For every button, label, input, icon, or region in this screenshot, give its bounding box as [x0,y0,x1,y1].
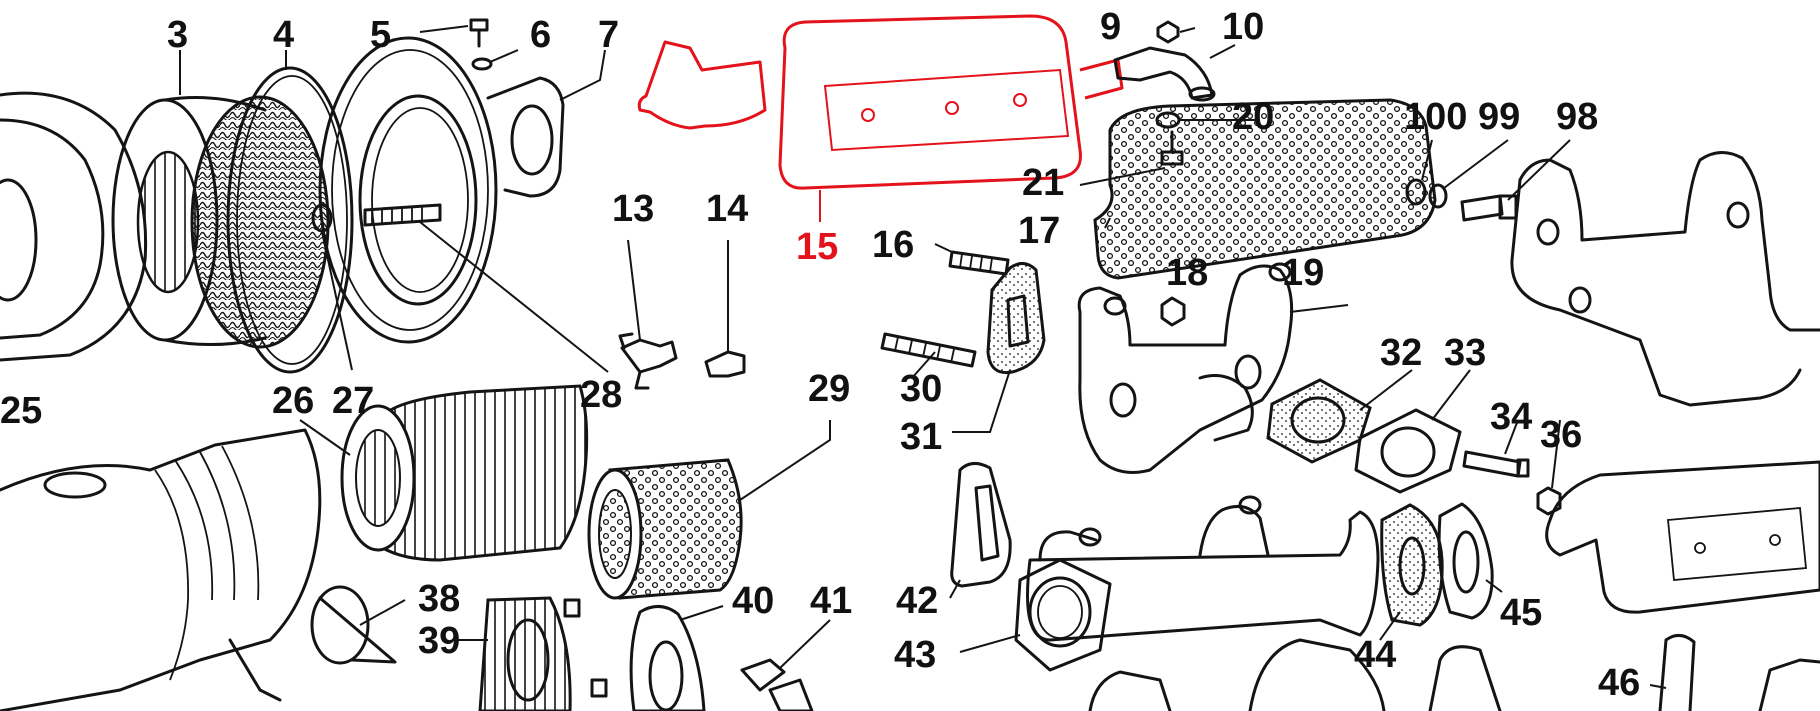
part-21-screw [1160,130,1184,166]
label-30[interactable]: 30 [900,368,943,410]
label-18[interactable]: 18 [1166,252,1209,294]
label-33[interactable]: 33 [1444,332,1487,374]
label-34[interactable]: 34 [1490,396,1533,438]
label-32[interactable]: 32 [1380,332,1423,374]
part-45-flange [1437,502,1494,620]
part-3-filter-element [111,95,330,349]
manifold-right-upper [1510,151,1820,407]
label-9[interactable]: 9 [1100,6,1122,48]
housing-lower [0,428,322,711]
part-6-washer [471,57,493,71]
part-20-washer [1155,111,1181,129]
part-29-perforated-tube [587,458,743,600]
label-31[interactable]: 31 [900,416,943,458]
label-28[interactable]: 28 [580,374,623,416]
part-100-washer [1405,178,1427,206]
label-14[interactable]: 14 [706,188,749,230]
label-4[interactable]: 4 [273,14,295,56]
label-19[interactable]: 19 [1282,252,1325,294]
label-98[interactable]: 98 [1556,96,1599,138]
part-7-cover [318,36,565,344]
part-25-filter-housing [0,91,148,362]
bottom-part-1 [1088,670,1172,711]
label-45[interactable]: 45 [1500,592,1543,634]
part-40-plate [629,605,706,711]
part-27-nut [311,203,333,233]
label-38[interactable]: 38 [418,578,461,620]
part-46-pipe [1658,634,1696,711]
label-21[interactable]: 21 [1022,162,1065,204]
part-9-nut [1156,20,1180,44]
label-16[interactable]: 16 [872,224,915,266]
part-99-washer [1428,183,1448,209]
label-5[interactable]: 5 [370,14,392,56]
part-30-stud [880,332,977,368]
bottom-part-4 [1758,658,1820,711]
label-25[interactable]: 25 [0,390,43,432]
label-13[interactable]: 13 [612,188,655,230]
label-29[interactable]: 29 [808,368,851,410]
label-99[interactable]: 99 [1478,96,1521,138]
part-18-nut [1160,296,1186,327]
part-44-gasket [1380,503,1444,627]
part-4-gasket [226,66,354,374]
label-6[interactable]: 6 [530,14,552,56]
label-20[interactable]: 20 [1232,96,1275,138]
part-5-screw [469,18,489,48]
part-13-drain-tap [618,332,678,390]
label-40[interactable]: 40 [732,580,775,622]
part-39-adapter [478,596,608,711]
label-43[interactable]: 43 [894,634,937,676]
label-17[interactable]: 17 [1018,210,1061,252]
bottom-part-2 [1248,638,1386,711]
bottom-part-3 [1428,645,1502,711]
part-26-filter-cartridge [340,384,589,562]
label-36[interactable]: 36 [1540,414,1583,456]
label-41[interactable]: 41 [810,580,853,622]
label-7[interactable]: 7 [598,14,620,56]
part-34-bolt [1462,450,1530,478]
part-32-gasket [1266,378,1372,464]
part-42-plate [950,462,1012,588]
label-15[interactable]: 15 [796,226,839,268]
label-10[interactable]: 10 [1222,6,1265,48]
label-27[interactable]: 27 [332,380,375,422]
label-42[interactable]: 42 [896,580,939,622]
label-39[interactable]: 39 [418,620,461,662]
leader-lines [179,25,1667,689]
part-33-flange [1354,408,1462,494]
part-15-muffler [637,14,1124,190]
label-26[interactable]: 26 [272,380,315,422]
part-38-cone [310,585,397,665]
muffler-right-lower [1545,460,1820,614]
label-3[interactable]: 3 [167,14,189,56]
label-46[interactable]: 46 [1598,662,1641,704]
part-10-elbow [1113,46,1216,102]
part-31-gasket [986,262,1046,375]
part-43-manifold-pipe [1014,495,1380,672]
part-16-stud [948,250,1010,276]
part-41-sensor [740,658,814,711]
label-100[interactable]: 100 [1404,96,1468,138]
label-44[interactable]: 44 [1354,634,1397,676]
part-19-manifold [1077,262,1294,474]
part-36-nut [1536,486,1562,516]
part-17-heat-shield [1093,98,1437,280]
part-14-fitting [704,350,746,378]
